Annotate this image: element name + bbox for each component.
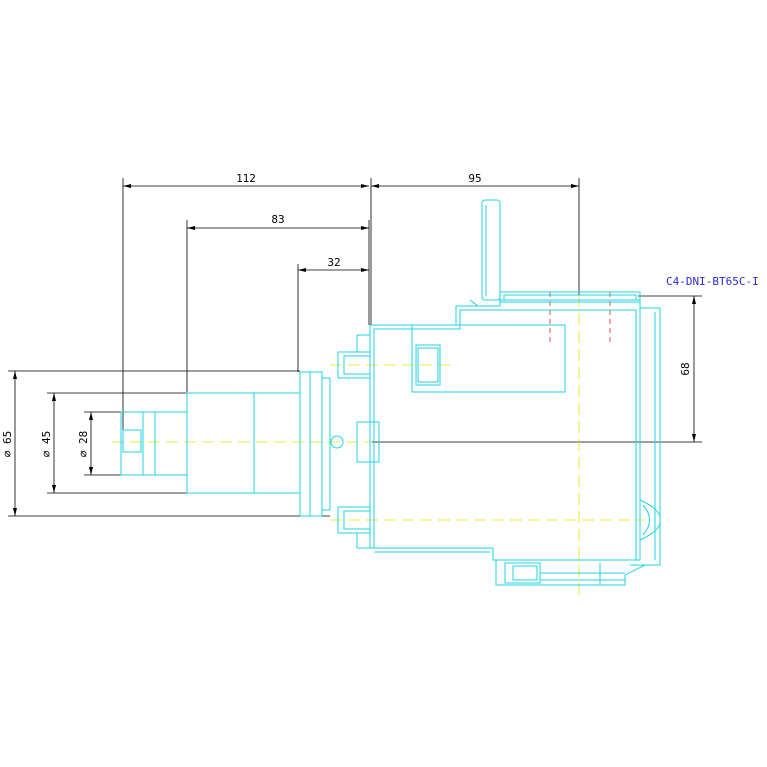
dim-32-text: 32 — [327, 256, 340, 269]
dim-112-text: 112 — [236, 172, 256, 185]
part-outline — [120, 199, 661, 586]
dim-dia65-text: ⌀ 65 — [1, 431, 14, 458]
dim-dia45-text: ⌀ 45 — [40, 431, 53, 458]
dim-dia28-text: ⌀ 28 — [77, 431, 90, 458]
dimension-lines — [8, 178, 702, 517]
dim-83-text: 83 — [271, 213, 284, 226]
part-label: C4-DNI-BT65C-I — [666, 275, 759, 288]
dim-68-text: 68 — [679, 362, 692, 375]
dim-95-text: 95 — [468, 172, 481, 185]
